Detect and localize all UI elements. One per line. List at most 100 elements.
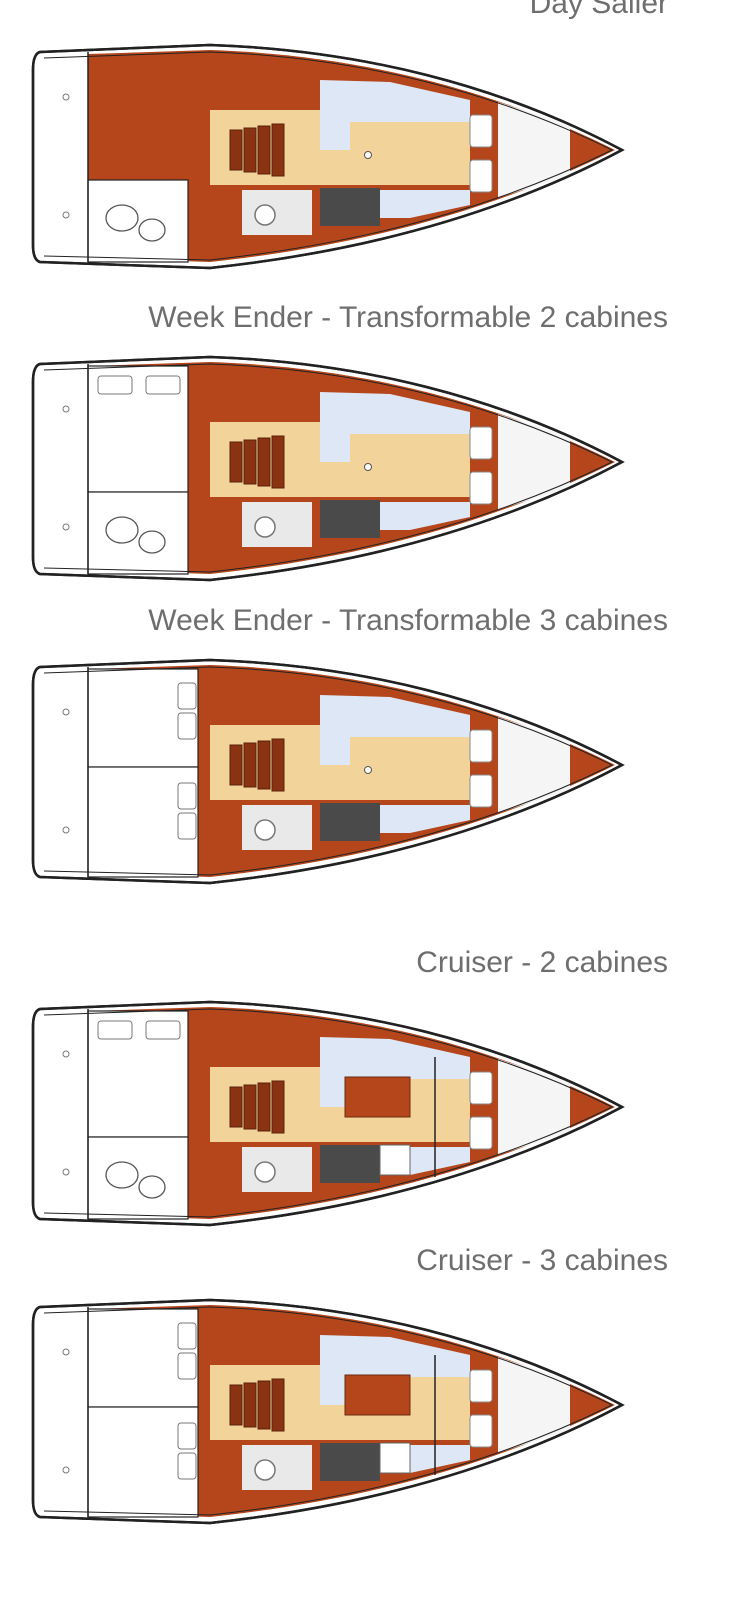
fender-icon [105, 1161, 139, 1189]
companionway-step [257, 125, 271, 175]
hull-inner-line [43, 363, 614, 573]
hull-outline [31, 1000, 625, 1227]
pillow [145, 375, 181, 395]
head-compartment [242, 805, 312, 850]
floorplan-week-ender-2 [30, 352, 630, 587]
companionway-step [243, 439, 257, 485]
forward-cushion [469, 471, 493, 505]
pillow [177, 812, 197, 840]
companionway-floor [210, 1067, 320, 1079]
forward-cushion [469, 159, 493, 193]
companionway-floor [210, 422, 320, 434]
winch-icon [62, 1466, 70, 1474]
pillow [97, 375, 133, 395]
mast-step [364, 766, 372, 774]
starboard-settee [380, 805, 470, 833]
fender-icon [105, 204, 139, 232]
companionway-step [257, 437, 271, 487]
fender-icon [138, 218, 166, 242]
head-compartment [242, 190, 312, 235]
hull-inner-line [43, 1008, 614, 1218]
companionway-floor [210, 725, 320, 737]
hull-inner-line [43, 1306, 614, 1516]
port-settee [320, 1037, 470, 1107]
fender-icon [138, 530, 166, 554]
companionway-step [271, 435, 285, 489]
forepeak [498, 717, 570, 813]
galley-counter [320, 1145, 380, 1183]
toilet-icon [254, 1459, 276, 1481]
pillow [177, 1422, 197, 1450]
pillow [177, 1452, 197, 1480]
forward-cushion [469, 774, 493, 808]
forward-cushion [469, 1369, 493, 1403]
winch-icon [62, 1050, 70, 1058]
port-settee [320, 695, 470, 765]
hull-outline [31, 355, 625, 582]
toilet-icon [254, 1161, 276, 1183]
companionway-step [257, 740, 271, 790]
companionway-floor [210, 1365, 320, 1377]
caption-cruiser-2: Cruiser - 2 cabines [416, 946, 668, 979]
hull-outline [31, 43, 625, 270]
pillow [177, 1352, 197, 1380]
hull-inner-line [43, 666, 614, 876]
winch-icon [62, 708, 70, 716]
companionway-step [257, 1380, 271, 1430]
forepeak [498, 1059, 570, 1155]
galley-counter [320, 188, 380, 226]
pillow [177, 1322, 197, 1350]
galley-island [344, 1374, 411, 1416]
floorplan-week-ender-3 [30, 655, 630, 890]
companionway-step [229, 744, 243, 786]
companionway-step [271, 1080, 285, 1134]
companionway-step [243, 1084, 257, 1130]
forepeak [498, 1357, 570, 1453]
head-compartment [242, 1445, 312, 1490]
forward-cushion [469, 1071, 493, 1105]
winch-icon [62, 523, 70, 531]
companionway-step [229, 441, 243, 483]
companionway-step [243, 127, 257, 173]
mast-step [364, 151, 372, 159]
galley-counter [320, 1443, 380, 1481]
forward-cushion [469, 1414, 493, 1448]
toilet-icon [254, 819, 276, 841]
winch-icon [62, 211, 70, 219]
companionway-floor [210, 110, 320, 122]
winch-icon [62, 405, 70, 413]
toilet-icon [254, 516, 276, 538]
caption-week-ender-3: Week Ender - Transformable 3 cabines [148, 604, 668, 637]
companionway-step [271, 123, 285, 177]
caption-cruiser-3: Cruiser - 3 cabines [416, 1244, 668, 1277]
port-settee [320, 80, 470, 150]
companionway-step [271, 738, 285, 792]
floorplan-cruiser-3 [30, 1295, 630, 1530]
winch-icon [62, 1348, 70, 1356]
hull-inner-line [43, 51, 614, 261]
forward-cushion [469, 1116, 493, 1150]
forepeak [498, 414, 570, 510]
companionway-step [229, 129, 243, 171]
head-compartment [242, 1147, 312, 1192]
stove-icon [379, 1144, 411, 1176]
floorplan-cruiser-2 [30, 997, 630, 1232]
starboard-settee [380, 190, 470, 218]
pillow [145, 1020, 181, 1040]
companionway-step [229, 1384, 243, 1426]
pillow [97, 1020, 133, 1040]
mast-step [364, 463, 372, 471]
companionway-step [229, 1086, 243, 1128]
forward-cushion [469, 114, 493, 148]
caption-day-sailer: Day Sailer [529, 0, 668, 20]
hull-outline [31, 1298, 625, 1525]
forward-cushion [469, 426, 493, 460]
pillow [177, 782, 197, 810]
hull-outline [31, 658, 625, 885]
forward-cushion [469, 729, 493, 763]
starboard-settee [380, 502, 470, 530]
pillow [177, 712, 197, 740]
companionway-step [243, 1382, 257, 1428]
fender-icon [105, 516, 139, 544]
galley-counter [320, 803, 380, 841]
